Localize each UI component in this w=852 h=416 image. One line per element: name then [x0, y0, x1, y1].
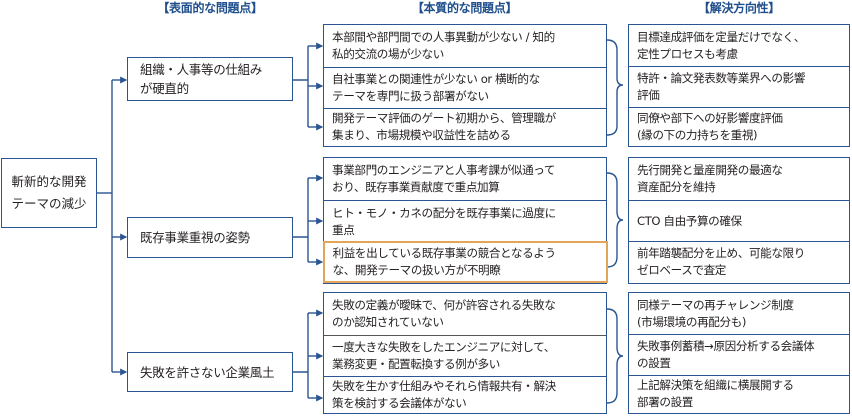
root-line-2: テーマの減少	[11, 196, 87, 211]
essential-item: 一度大きな失敗をしたエンジニアに対して、 業務変更・配置転換する例が多い	[324, 335, 606, 376]
essential-item: 事業部門のエンジニアと人事考課が似通って おり、既存事業貢献度で重点加算	[324, 158, 606, 200]
essential-item: ヒト・モノ・カネの配分を既存事業に過度に 重点	[324, 200, 606, 242]
item-line-2: 資産配分を維持	[637, 180, 716, 194]
item-line-2: 重点	[332, 222, 355, 237]
solution-group-2: 先行開発と量産開発の最適な 資産配分を維持 CTO 自由予算の確保 前年踏襲配分…	[628, 157, 850, 284]
essential-group-3: 失敗の定義が曖昧で、何が許容される失敗な のか認知されていない 一度大きな失敗を…	[323, 292, 607, 414]
item-line-2: 策を検討する会議体がない	[332, 395, 467, 410]
solution-item: CTO 自由予算の確保	[629, 200, 849, 241]
item-line-1: 一度大きな失敗をしたエンジニアに対して、	[332, 340, 555, 354]
header-solution-direction: 【解決方向性】	[698, 1, 780, 15]
essential-item-highlighted: 利益を出している既存事業の競合となるよう な、開発テーマの扱い方が不明瞭	[322, 241, 608, 283]
solution-item: 目標達成評価を定量だけでなく、 定性プロセスも考慮	[629, 25, 849, 66]
solution-item: 先行開発と量産開発の最適な 資産配分を維持	[629, 158, 849, 200]
item-line-2: 評価	[637, 88, 660, 102]
item-line-2: 業務変更・配置転換する例が多い	[332, 357, 500, 371]
item-line-1: 上記解決策を組織に横展開する	[637, 378, 794, 392]
item-line-1: 事業部門のエンジニアと人事考課が似通って	[332, 163, 556, 177]
item-line-2: な、開発テーマの扱い方が不明瞭	[332, 263, 501, 277]
surface-1-connector	[293, 46, 309, 127]
surface-1-line-2: が硬直的	[140, 81, 189, 96]
surface-2-connector	[293, 178, 309, 262]
solution-item: 前年踏襲配分を止め、可能な限り ゼロベースで査定	[629, 241, 849, 282]
item-line-1: 利益を出している既存事業の競合となるよう	[332, 246, 557, 260]
surface-1-line-1: 組織・人事等の仕組み	[140, 62, 263, 77]
item-line-2: の設置	[637, 356, 671, 370]
essential-item: 失敗の定義が曖昧で、何が許容される失敗な のか認知されていない	[324, 293, 606, 335]
solution-item: 失敗事例蓄積→原因分析する会議体 の設置	[629, 334, 849, 375]
item-line-1: 先行開発と量産開発の最適な	[637, 163, 783, 177]
item-line-2: 部署の設置	[637, 395, 693, 409]
header-surface-problems: 【表面的な問題点】	[157, 1, 263, 15]
item-line-1: 同様テーマの再チャレンジ制度	[637, 297, 794, 312]
item-line-2: のか認知されていない	[332, 315, 444, 329]
essential-item: 本部間や部門間での人事異動が少ない / 知的 私的交流の場が少ない	[324, 25, 606, 67]
item-line-2: おり、既存事業貢献度で重点加算	[332, 180, 500, 194]
root-line-1: 斬新的な開発	[11, 174, 87, 189]
item-line-2: (縁の下の力持ちを重視)	[637, 127, 758, 142]
root-problem-box: 斬新的な開発 テーマの減少	[1, 158, 97, 228]
solution-group-3: 同様テーマの再チャレンジ制度 (市場環境の再配分も) 失敗事例蓄積→原因分析する…	[628, 292, 850, 414]
item-line-1: 自社事業との関連性が少ない or 横断的な	[332, 72, 540, 86]
surface-2-line-1: 既存事業重視の姿勢	[140, 230, 250, 245]
essential-item: 開発テーマ評価のゲート初期から、管理職が 集まり、市場規模や収益性を詰める	[324, 108, 606, 145]
solution-item: 同様テーマの再チャレンジ制度 (市場環境の再配分も)	[629, 293, 849, 334]
essential-item: 失敗を生かす仕組みやそれら情報共有・解決 策を検討する会議体がない	[324, 376, 606, 412]
item-line-1: ヒト・モノ・カネの配分を既存事業に過度に	[332, 205, 556, 220]
solution-item: 同僚や部下への好影響度評価 (縁の下の力持ちを重視)	[629, 107, 849, 145]
item-line-2: 私的交流の場が少ない	[332, 47, 444, 61]
header-essential-problems: 【本質的な問題点】	[411, 1, 518, 15]
item-line-2: (市場環境の再配分も)	[637, 314, 746, 329]
essential-group-2: 事業部門のエンジニアと人事考課が似通って おり、既存事業貢献度で重点加算 ヒト・…	[322, 157, 608, 284]
item-line-1: 特許・論文発表数等業界への影響	[637, 71, 805, 85]
surface-problem-box-3: 失敗を許さない企業風土	[127, 352, 293, 392]
item-line-1: 前年踏襲配分を止め、可能な限り	[637, 246, 805, 260]
item-line-1: 目標達成評価を定量だけでなく、	[637, 29, 805, 44]
item-line-2: ゼロベースで査定	[637, 263, 726, 277]
item-line-1: 本部間や部門間での人事異動が少ない / 知的	[332, 30, 555, 44]
surface-3-connector	[293, 313, 309, 398]
item-line-2: 集まり、市場規模や収益性を詰める	[332, 128, 511, 142]
bracket-1	[606, 39, 624, 136]
item-line-1: 失敗事例蓄積→原因分析する会議体	[637, 339, 815, 353]
item-line-1: 失敗の定義が曖昧で、何が許容される失敗な	[332, 298, 556, 312]
surface-problem-box-1: 組織・人事等の仕組み が硬直的	[127, 57, 293, 101]
solution-item: 上記解決策を組織に横展開する 部署の設置	[629, 375, 849, 412]
item-line-1: 同僚や部下への好影響度評価	[637, 110, 783, 125]
essential-group-1: 本部間や部門間での人事異動が少ない / 知的 私的交流の場が少ない 自社事業との…	[323, 24, 607, 147]
item-line-1: CTO 自由予算の確保	[637, 213, 742, 228]
essential-item: 自社事業との関連性が少ない or 横断的な テーマを専門に扱う部署がない	[324, 67, 606, 108]
item-line-1: 開発テーマ評価のゲート初期から、管理職が	[332, 111, 556, 125]
item-line-2: テーマを専門に扱う部署がない	[332, 89, 489, 103]
item-line-2: 定性プロセスも考慮	[637, 46, 738, 61]
bracket-2	[606, 172, 624, 268]
surface-problem-box-2: 既存事業重視の姿勢	[127, 217, 293, 258]
solution-group-1: 目標達成評価を定量だけでなく、 定性プロセスも考慮 特許・論文発表数等業界への影…	[628, 24, 850, 147]
bracket-3	[606, 308, 624, 404]
surface-3-line-1: 失敗を許さない企業風土	[140, 364, 275, 380]
solution-item: 特許・論文発表数等業界への影響 評価	[629, 66, 849, 107]
item-line-1: 失敗を生かす仕組みやそれら情報共有・解決	[332, 378, 556, 393]
